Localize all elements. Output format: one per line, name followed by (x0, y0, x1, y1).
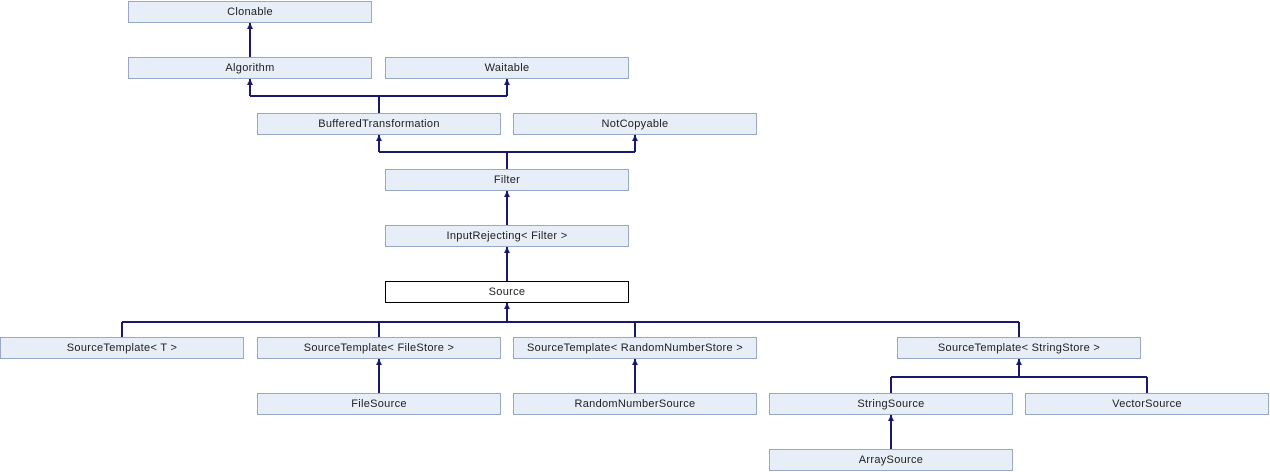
inheritance-edge-segment (634, 359, 636, 393)
arrowhead-up-icon (1015, 359, 1022, 365)
inheritance-edge-segment (890, 415, 892, 449)
inheritance-edge-segment (122, 321, 1019, 323)
inheritance-edge-segment (506, 247, 508, 281)
class-node-waitable[interactable]: Waitable (385, 57, 629, 79)
inheritance-edge-segment (378, 322, 380, 337)
inheritance-edge-segment (378, 359, 380, 393)
class-node-source: Source (385, 281, 629, 303)
arrowhead-up-icon (246, 79, 253, 85)
class-node-source-template-t[interactable]: SourceTemplate< T > (0, 337, 244, 359)
inheritance-edge-segment (1018, 359, 1020, 377)
class-node-filesource[interactable]: FileSource (257, 393, 501, 415)
inheritance-edge-segment (250, 95, 507, 97)
inheritance-edge-segment (506, 191, 508, 225)
arrowhead-up-icon (246, 23, 253, 29)
class-node-not-copyable[interactable]: NotCopyable (513, 113, 757, 135)
class-node-input-rejecting-filter[interactable]: InputRejecting< Filter > (385, 225, 629, 247)
inheritance-edge-segment (634, 322, 636, 337)
inheritance-edge-segment (890, 377, 892, 393)
class-node-filter[interactable]: Filter (385, 169, 629, 191)
class-node-vectorsource[interactable]: VectorSource (1025, 393, 1269, 415)
inheritance-edge-segment (891, 376, 1147, 378)
arrowhead-up-icon (631, 135, 638, 141)
class-node-clonable[interactable]: Clonable (128, 1, 372, 23)
class-node-stringsource[interactable]: StringSource (769, 393, 1013, 415)
arrowhead-up-icon (503, 303, 510, 309)
class-node-algorithm[interactable]: Algorithm (128, 57, 372, 79)
arrowhead-up-icon (503, 79, 510, 85)
inheritance-edge-segment (506, 79, 508, 96)
class-node-source-template-stringstore[interactable]: SourceTemplate< StringStore > (897, 337, 1141, 359)
inheritance-edge-segment (506, 152, 508, 169)
inheritance-edge-segment (379, 151, 635, 153)
arrowhead-up-icon (503, 191, 510, 197)
arrowhead-up-icon (375, 135, 382, 141)
class-node-arraysource[interactable]: ArraySource (769, 449, 1013, 471)
inheritance-edge-segment (1018, 322, 1020, 337)
arrowhead-up-icon (503, 247, 510, 253)
class-node-source-template-randomnumberstore[interactable]: SourceTemplate< RandomNumberStore > (513, 337, 757, 359)
arrowhead-up-icon (887, 415, 894, 421)
inheritance-edge-segment (249, 79, 251, 96)
class-node-buffered-transformation[interactable]: BufferedTransformation (257, 113, 501, 135)
inheritance-edge-segment (249, 23, 251, 57)
inheritance-edge-segment (506, 303, 508, 322)
arrowhead-up-icon (631, 359, 638, 365)
inheritance-edge-segment (121, 322, 123, 337)
class-node-source-template-filestore[interactable]: SourceTemplate< FileStore > (257, 337, 501, 359)
class-node-randomnumbersource[interactable]: RandomNumberSource (513, 393, 757, 415)
inheritance-edge-segment (634, 135, 636, 152)
inheritance-edge-segment (378, 96, 380, 113)
inheritance-edge-segment (1146, 377, 1148, 393)
inheritance-edge-segment (378, 135, 380, 152)
arrowhead-up-icon (375, 359, 382, 365)
